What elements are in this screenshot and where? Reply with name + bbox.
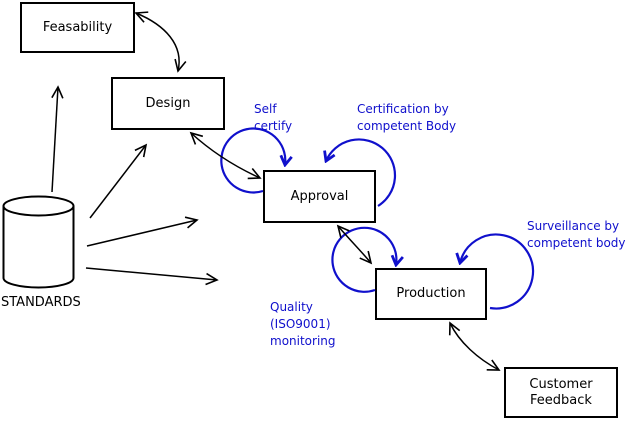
node-customer-feedback: Customer Feedback	[504, 367, 618, 418]
annotation-certification: Certification by competent Body	[357, 102, 457, 133]
node-approval-label: Approval	[290, 188, 349, 204]
edge-approval-production	[336, 224, 373, 265]
edge-standards-production	[85, 267, 219, 286]
node-feasability: Feasability	[20, 2, 135, 53]
edge-feasability-design	[134, 11, 187, 73]
node-production: Production	[375, 268, 487, 320]
node-design-label: Design	[145, 95, 191, 111]
annotation-self-certify: Self certify	[254, 102, 293, 133]
node-design: Design	[111, 77, 225, 130]
standards-cylinder-icon	[2, 195, 75, 289]
annotation-surveillance: Surveillance by competent body	[527, 219, 626, 250]
edge-standards-design	[89, 143, 148, 219]
annotation-quality-monitoring: Quality (ISO9001) monitoring	[270, 300, 336, 348]
edge-standards-approval	[86, 216, 199, 247]
node-production-label: Production	[396, 286, 466, 301]
standards-label: STANDARDS	[1, 295, 81, 310]
edge-design-approval	[189, 131, 262, 180]
node-approval: Approval	[263, 170, 376, 223]
edge-standards-feasability	[51, 85, 64, 193]
node-customer-feedback-label: Customer Feedback	[529, 376, 593, 408]
edge-production-customer-feedback	[448, 321, 501, 371]
node-feasability-label: Feasability	[42, 19, 113, 35]
